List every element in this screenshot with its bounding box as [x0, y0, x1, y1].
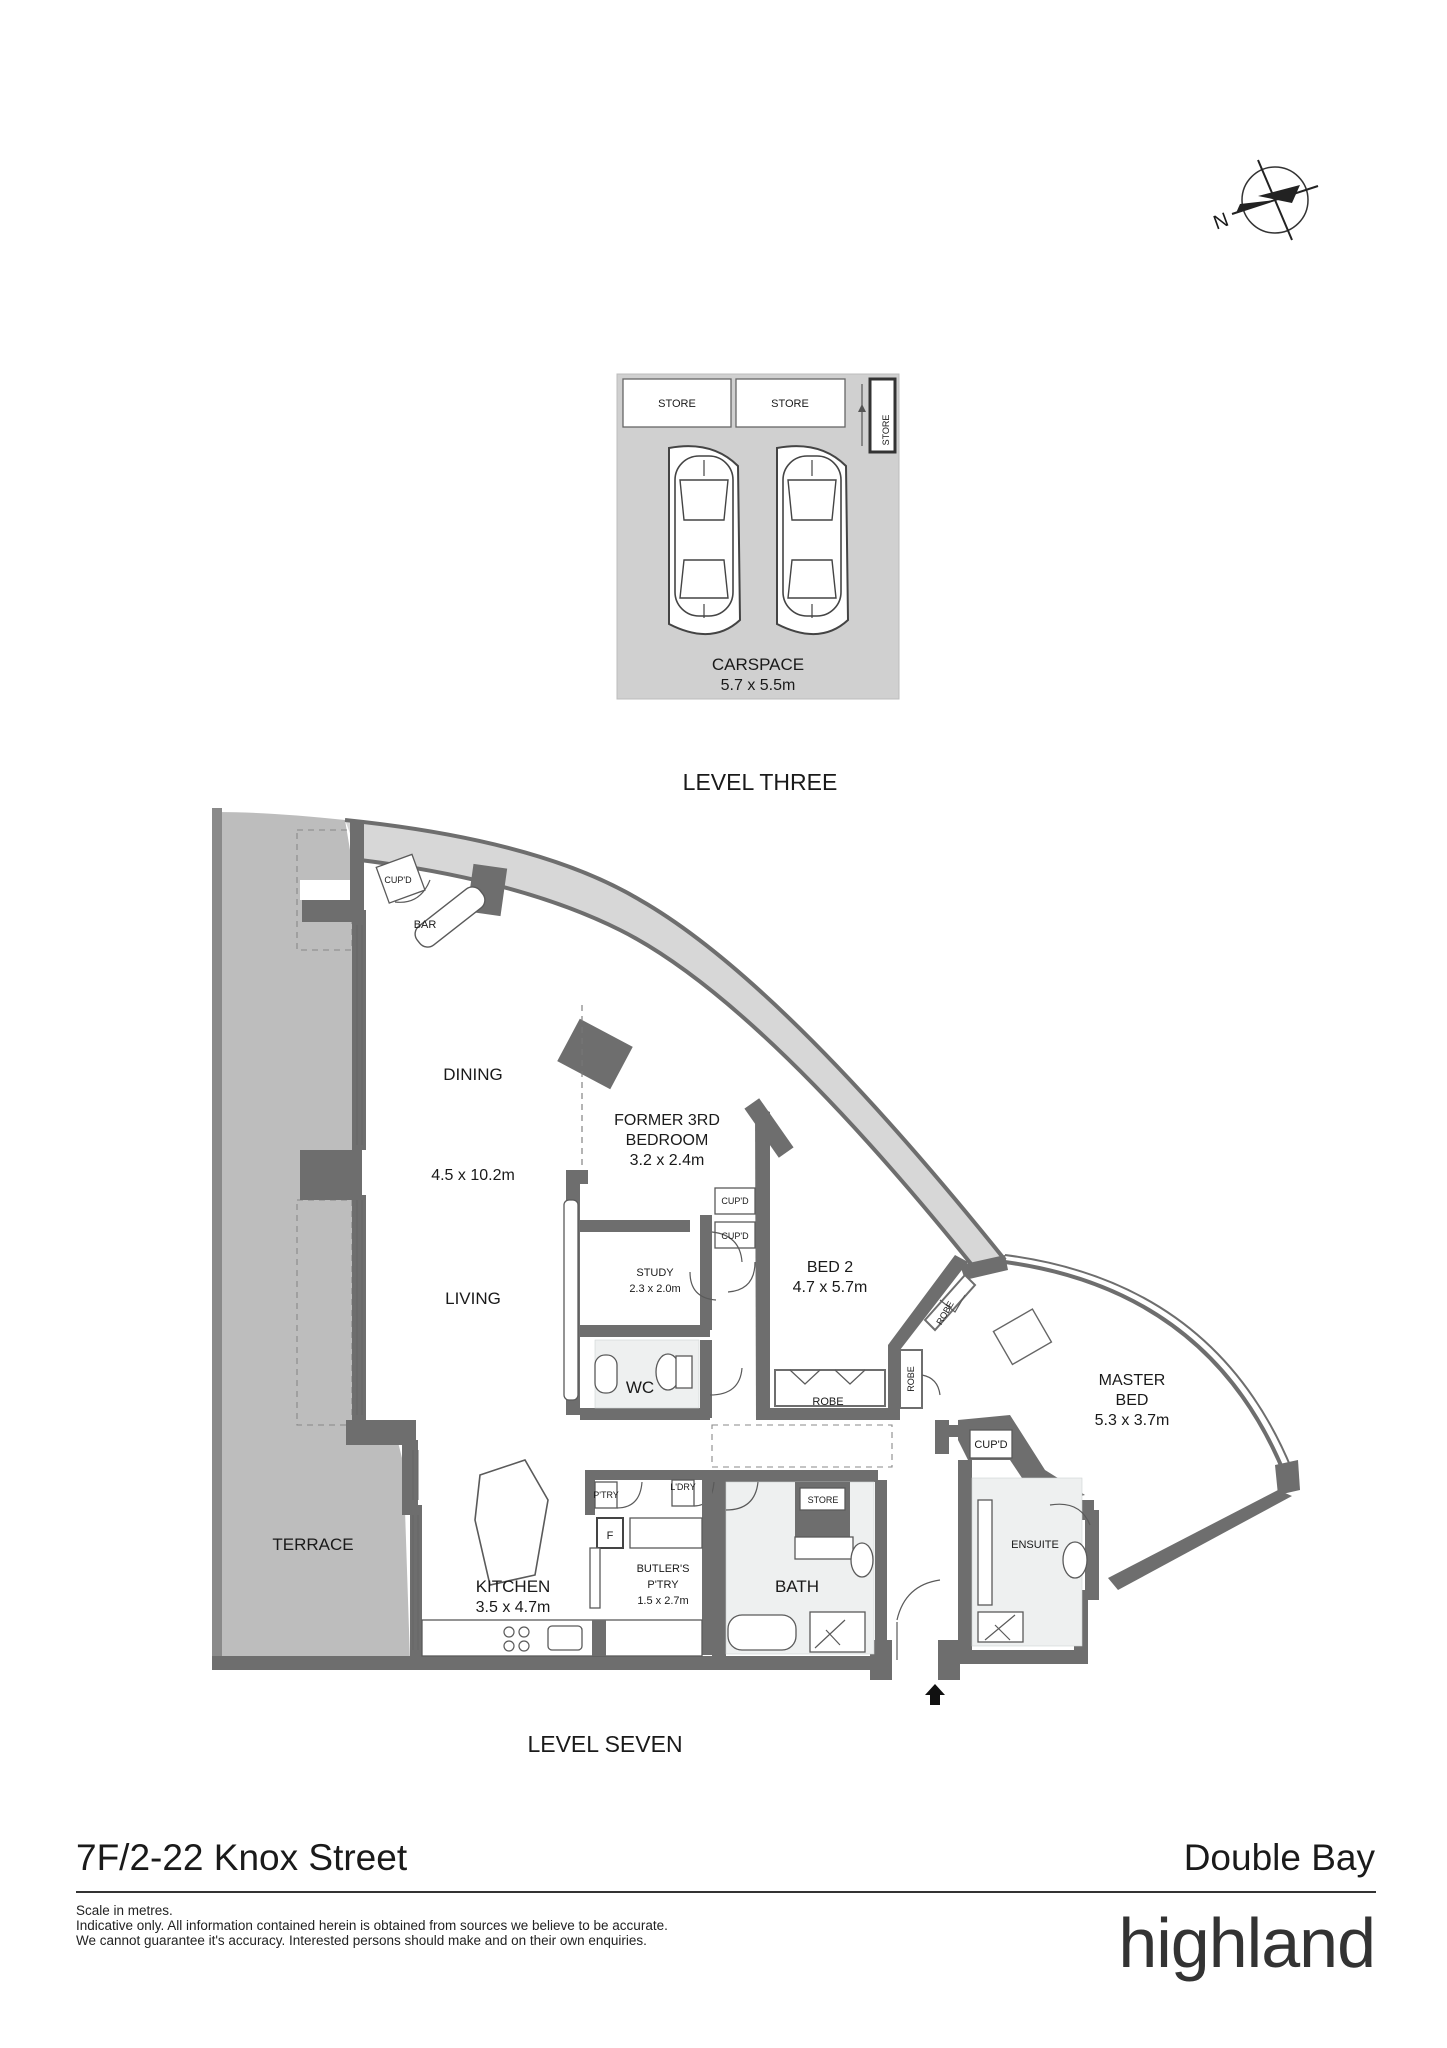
property-address: 7F/2-22 Knox Street [76, 1837, 408, 1878]
kitchen-label: KITCHEN [476, 1577, 551, 1596]
carspace-label: CARSPACE [712, 655, 804, 674]
disclaimer-line: Scale in metres. [76, 1903, 173, 1918]
cupboard-label: CUP'D [721, 1231, 749, 1241]
bed2-label: BED 2 [807, 1259, 853, 1276]
bed2-robe-label: ROBE [812, 1396, 843, 1408]
bath-label: BATH [775, 1577, 819, 1596]
terrace-area [212, 808, 410, 1660]
butlers-pantry-dimension: 1.5 x 2.7m [637, 1595, 688, 1607]
terrace-label: TERRACE [272, 1535, 353, 1554]
disclaimer-notes: Scale in metres. Indicative only. All in… [76, 1903, 668, 1948]
butlers-pantry-label-line1: BUTLER'S [637, 1563, 690, 1575]
fridge-label: F [607, 1530, 614, 1542]
level-three-label: LEVEL THREE [683, 769, 838, 795]
former-bedroom-dimension: 3.2 x 2.4m [630, 1152, 705, 1169]
store-left-label: STORE [658, 398, 696, 410]
pantry-label: P'TRY [593, 1490, 619, 1500]
study-dimension: 2.3 x 2.0m [629, 1283, 680, 1295]
compass-icon: N [1211, 159, 1319, 241]
store-mid-label: STORE [771, 398, 809, 410]
ensuite-label: ENSUITE [1011, 1539, 1059, 1551]
former-bedroom-label-line1: FORMER 3RD [614, 1112, 720, 1129]
master-bed-dimension: 5.3 x 3.7m [1095, 1412, 1170, 1429]
disclaimer-line: Indicative only. All information contain… [76, 1918, 668, 1933]
laundry-label: L'DRY [670, 1482, 696, 1492]
master-bed-label-line1: MASTER [1099, 1372, 1166, 1389]
agency-logo: highland [1118, 1904, 1376, 1982]
floor-plan: N STORE STORE STORE CARSPACE [212, 159, 1319, 1757]
bath-store-label: STORE [808, 1495, 839, 1505]
wc-label: WC [626, 1378, 654, 1397]
balcony-strip [345, 820, 1005, 1275]
master-robe-label: ROBE [906, 1366, 916, 1392]
compass-north-label: N [1211, 209, 1232, 235]
living-dining-dimension: 4.5 x 10.2m [431, 1167, 515, 1184]
master-bed-label-line2: BED [1116, 1392, 1149, 1409]
carspace-dimension: 5.7 x 5.5m [721, 677, 796, 694]
bed2-dimension: 4.7 x 5.7m [793, 1279, 868, 1296]
kitchen-dimension: 3.5 x 4.7m [476, 1599, 551, 1616]
cupboard-label: CUP'D [721, 1196, 749, 1206]
living-label: LIVING [445, 1289, 501, 1308]
bar-label: BAR [414, 919, 437, 931]
butlers-pantry-label-line2: P'TRY [647, 1579, 679, 1591]
car-icon [668, 445, 742, 635]
carspace-plan: STORE STORE STORE CARSPACE 5.7 x 5.5m [616, 373, 900, 700]
car-icon [776, 445, 850, 635]
disclaimer-line: We cannot guarantee it's accuracy. Inter… [76, 1933, 647, 1948]
entry-arrow-icon [925, 1684, 945, 1705]
apartment-plan: CUP'D BAR DINING 4.5 x 10.2m LIVING FORM… [212, 808, 1300, 1705]
level-seven-label: LEVEL SEVEN [527, 1731, 682, 1757]
master-cupboard-label: CUP'D [974, 1439, 1007, 1451]
footer-divider [76, 1891, 1376, 1893]
former-bedroom-label-line2: BEDROOM [626, 1132, 709, 1149]
study-label: STUDY [636, 1267, 674, 1279]
bar-cupboard-label: CUP'D [384, 875, 412, 885]
dining-label: DINING [443, 1065, 503, 1084]
property-suburb: Double Bay [1183, 1837, 1375, 1878]
store-side-label: STORE [881, 415, 891, 446]
